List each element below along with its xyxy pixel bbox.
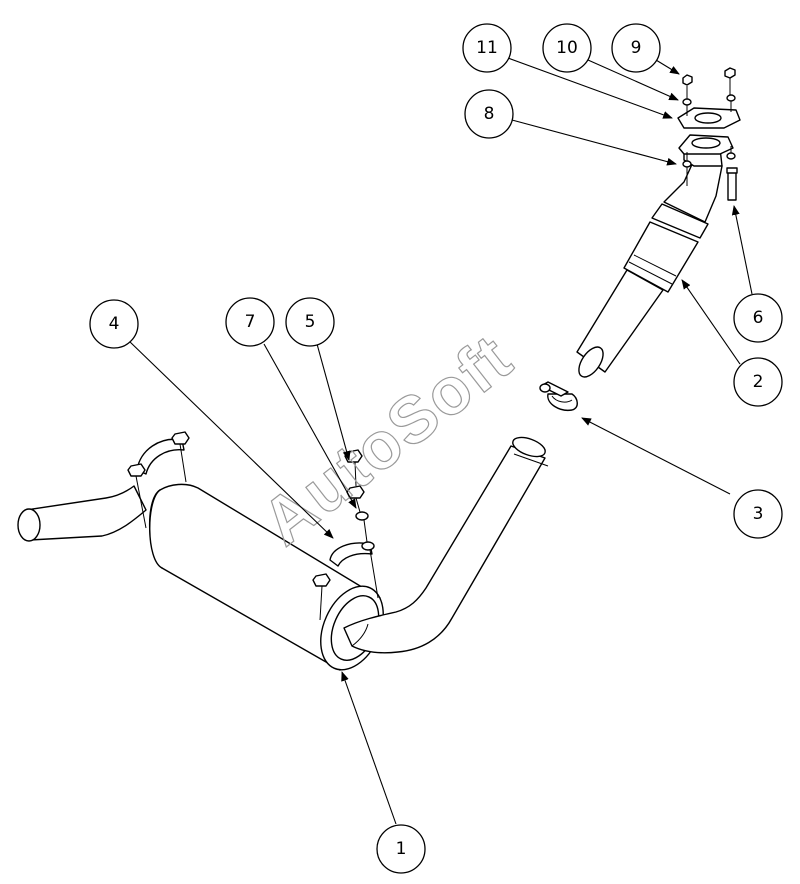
- leader-4: [127, 339, 334, 539]
- strap-washer-parts: [355, 511, 375, 551]
- leader-8: [511, 119, 677, 166]
- callout-11-label: 11: [476, 38, 498, 58]
- strap-bolt-parts: [127, 431, 365, 587]
- assembly-guide-lines: [686, 78, 732, 186]
- leader-11: [507, 57, 673, 119]
- callout-11: 11: [462, 23, 512, 73]
- leader-10: [587, 59, 679, 101]
- callout-10-label: 10: [556, 38, 578, 58]
- front-pipe-part: [576, 134, 734, 378]
- callout-6-label: 6: [753, 308, 764, 328]
- leader-3: [581, 417, 731, 495]
- callout-9-label: 9: [631, 38, 642, 58]
- leader-9: [655, 59, 680, 75]
- callout-7: 7: [225, 297, 275, 347]
- callout-1-label: 1: [396, 839, 407, 859]
- callout-7-label: 7: [245, 312, 256, 332]
- flange-nut-parts: [682, 67, 736, 86]
- callout-2: 2: [733, 357, 783, 407]
- callout-8-label: 8: [484, 104, 495, 124]
- muffler-guide-lines: [135, 443, 379, 621]
- callout-6: 6: [733, 293, 783, 343]
- callout-4: 4: [89, 299, 139, 349]
- callout-10: 10: [542, 23, 592, 73]
- callout-1: 1: [376, 824, 426, 874]
- leader-7: [263, 343, 357, 509]
- flange-gasket-part: [677, 107, 741, 129]
- callout-4-label: 4: [109, 314, 120, 334]
- leader-1: [341, 671, 397, 825]
- callout-2-label: 2: [753, 372, 764, 392]
- leader-5: [316, 343, 351, 461]
- callout-8: 8: [464, 89, 514, 139]
- leader-2: [681, 279, 741, 365]
- callout-9: 9: [611, 23, 661, 73]
- callout-5-label: 5: [305, 312, 316, 332]
- callout-5: 5: [285, 297, 335, 347]
- stud-bolt-part: [726, 167, 738, 201]
- callout-3: 3: [733, 489, 783, 539]
- callout-3-label: 3: [753, 504, 764, 524]
- muffler-assembly-part: [17, 436, 549, 671]
- leader-lines: [127, 57, 753, 825]
- leader-6: [731, 205, 753, 295]
- clamp-part: [539, 381, 578, 411]
